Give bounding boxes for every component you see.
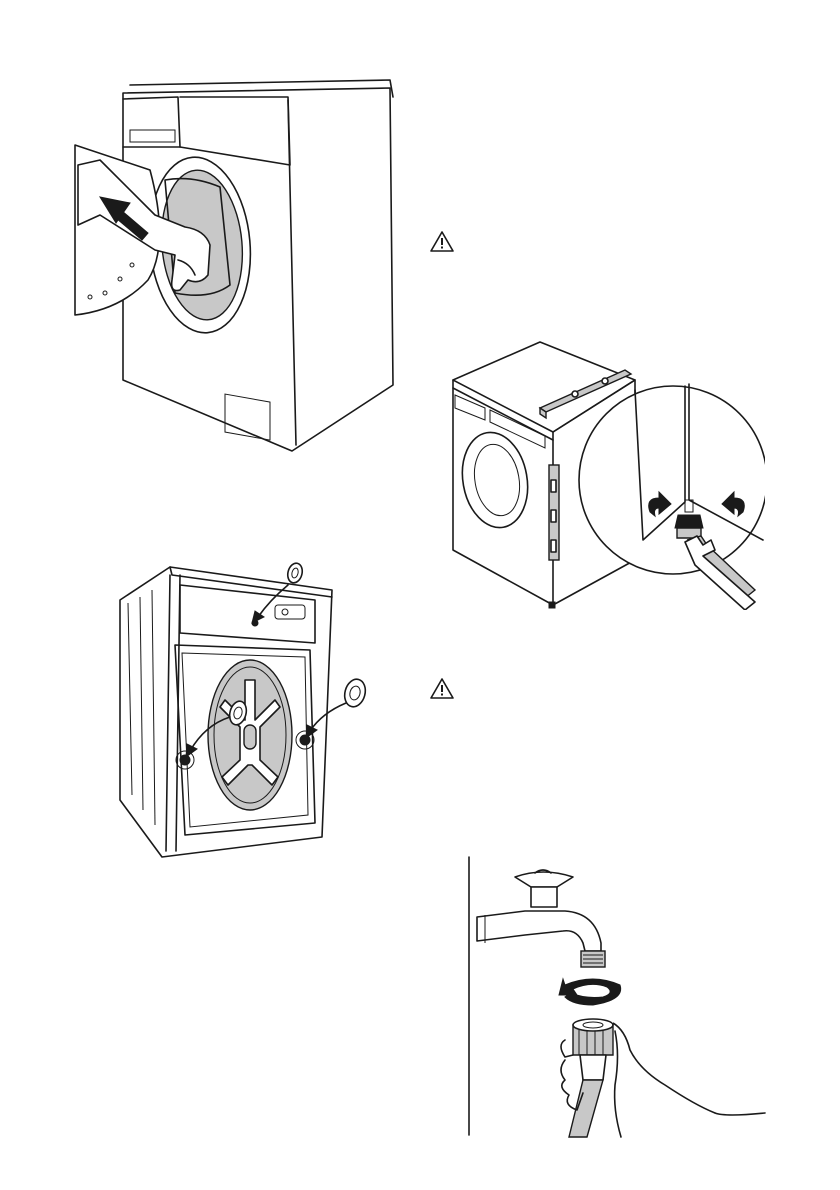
- level-machine-illustration: [445, 340, 765, 610]
- washer-rear-illustration: [110, 555, 380, 865]
- figure-level-machine: [445, 340, 765, 610]
- water-tap-icon: [477, 870, 605, 967]
- hose-connector-icon: [569, 1019, 613, 1137]
- plastic-cap-icon: [342, 677, 369, 709]
- figure-connect-hose: [465, 855, 775, 1140]
- spirit-level-icon: [549, 465, 559, 560]
- figure-fit-caps: [110, 555, 380, 865]
- warning-triangle-icon: [429, 677, 455, 701]
- warning-triangle-icon: [429, 230, 455, 254]
- connect-hose-illustration: [465, 855, 775, 1140]
- figure-remove-packaging: [60, 75, 405, 465]
- warning-icon-2: [429, 677, 455, 701]
- plastic-cap-icon: [286, 562, 305, 585]
- washer-door-open-illustration: [60, 75, 405, 465]
- warning-icon-1: [429, 230, 455, 254]
- curved-arrow-icon: [252, 585, 288, 623]
- rotate-arrow-icon: [559, 979, 621, 1005]
